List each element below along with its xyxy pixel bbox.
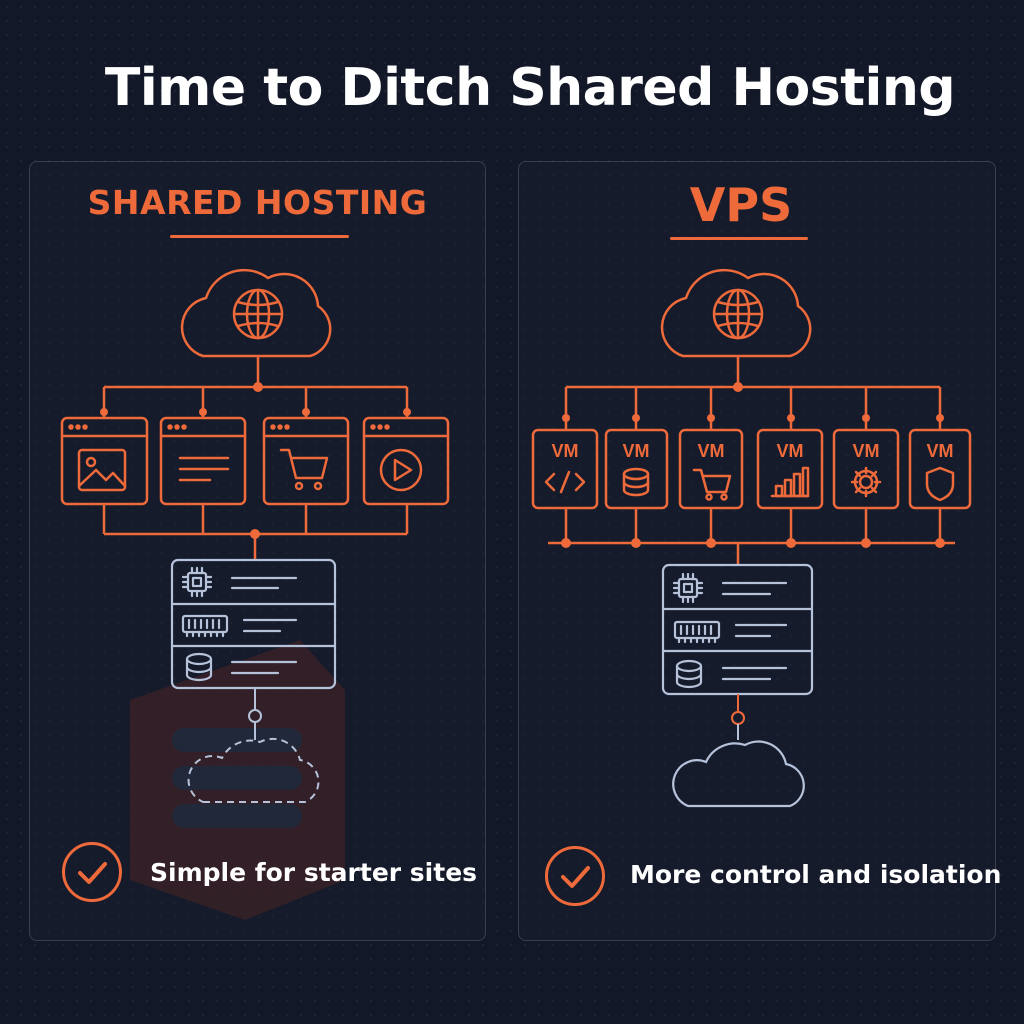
site-window-image <box>60 416 149 506</box>
vps-top-connectors <box>564 356 942 430</box>
dashed-cloud-icon <box>187 737 320 803</box>
code-icon <box>544 470 586 494</box>
ram-module-icon <box>181 614 229 638</box>
shared-site-windows <box>60 416 450 506</box>
shared-benefit-text: Simple for starter sites <box>150 858 478 887</box>
shopping-cart-icon <box>692 468 732 501</box>
shared-backup-link <box>248 688 262 740</box>
vm-label: VM <box>623 441 650 461</box>
shopping-cart-icon <box>279 448 329 491</box>
vm-label: VM <box>777 441 804 461</box>
vps-heading: VPS <box>689 178 793 232</box>
ghost-server-watermark <box>130 640 345 920</box>
vps-panel <box>518 161 996 941</box>
database-icon <box>622 467 650 497</box>
globe-icon <box>232 288 284 340</box>
shield-icon <box>925 466 955 502</box>
check-circle-icon <box>545 846 605 906</box>
globe-icon <box>712 288 764 340</box>
play-icon <box>379 448 423 492</box>
site-window-cart <box>262 416 350 506</box>
vm-label: VM <box>927 441 954 461</box>
vm-boxes <box>531 428 972 510</box>
vps-cloud-globe <box>660 268 812 358</box>
vm-label: VM <box>552 441 579 461</box>
vps-bottom-nodes <box>561 538 945 548</box>
vps-top-nodes <box>562 382 944 422</box>
vps-bottom-connectors <box>548 508 955 565</box>
database-icon <box>675 659 703 689</box>
site-window-video <box>362 416 450 506</box>
vps-cloud-link <box>731 694 745 740</box>
shared-server <box>170 558 337 690</box>
site-window-text <box>159 416 247 506</box>
vm-label: VM <box>853 441 880 461</box>
gear-icon <box>850 466 882 498</box>
vm-labels: VM VM VM VM VM VM <box>552 441 954 461</box>
cpu-chip-icon <box>672 572 704 604</box>
check-circle-icon <box>62 842 122 902</box>
cpu-chip-icon <box>181 566 213 598</box>
shared-heading-underline <box>170 235 349 238</box>
vps-server <box>661 563 814 696</box>
image-icon <box>77 448 127 492</box>
page-title: Time to Ditch Shared Hosting <box>104 58 956 118</box>
ram-module-icon <box>673 620 721 644</box>
bar-chart-icon <box>770 466 810 498</box>
text-lines-icon <box>178 456 230 482</box>
cloud-icon <box>672 740 805 808</box>
shared-merge-node <box>250 529 260 539</box>
vm-label: VM <box>698 441 725 461</box>
shared-cloud-globe <box>180 268 332 358</box>
vps-benefit-text: More control and isolation <box>630 860 1002 889</box>
shared-top-nodes <box>100 382 411 416</box>
shared-hosting-heading: SHARED HOSTING <box>87 183 428 222</box>
vps-heading-underline <box>670 237 808 240</box>
